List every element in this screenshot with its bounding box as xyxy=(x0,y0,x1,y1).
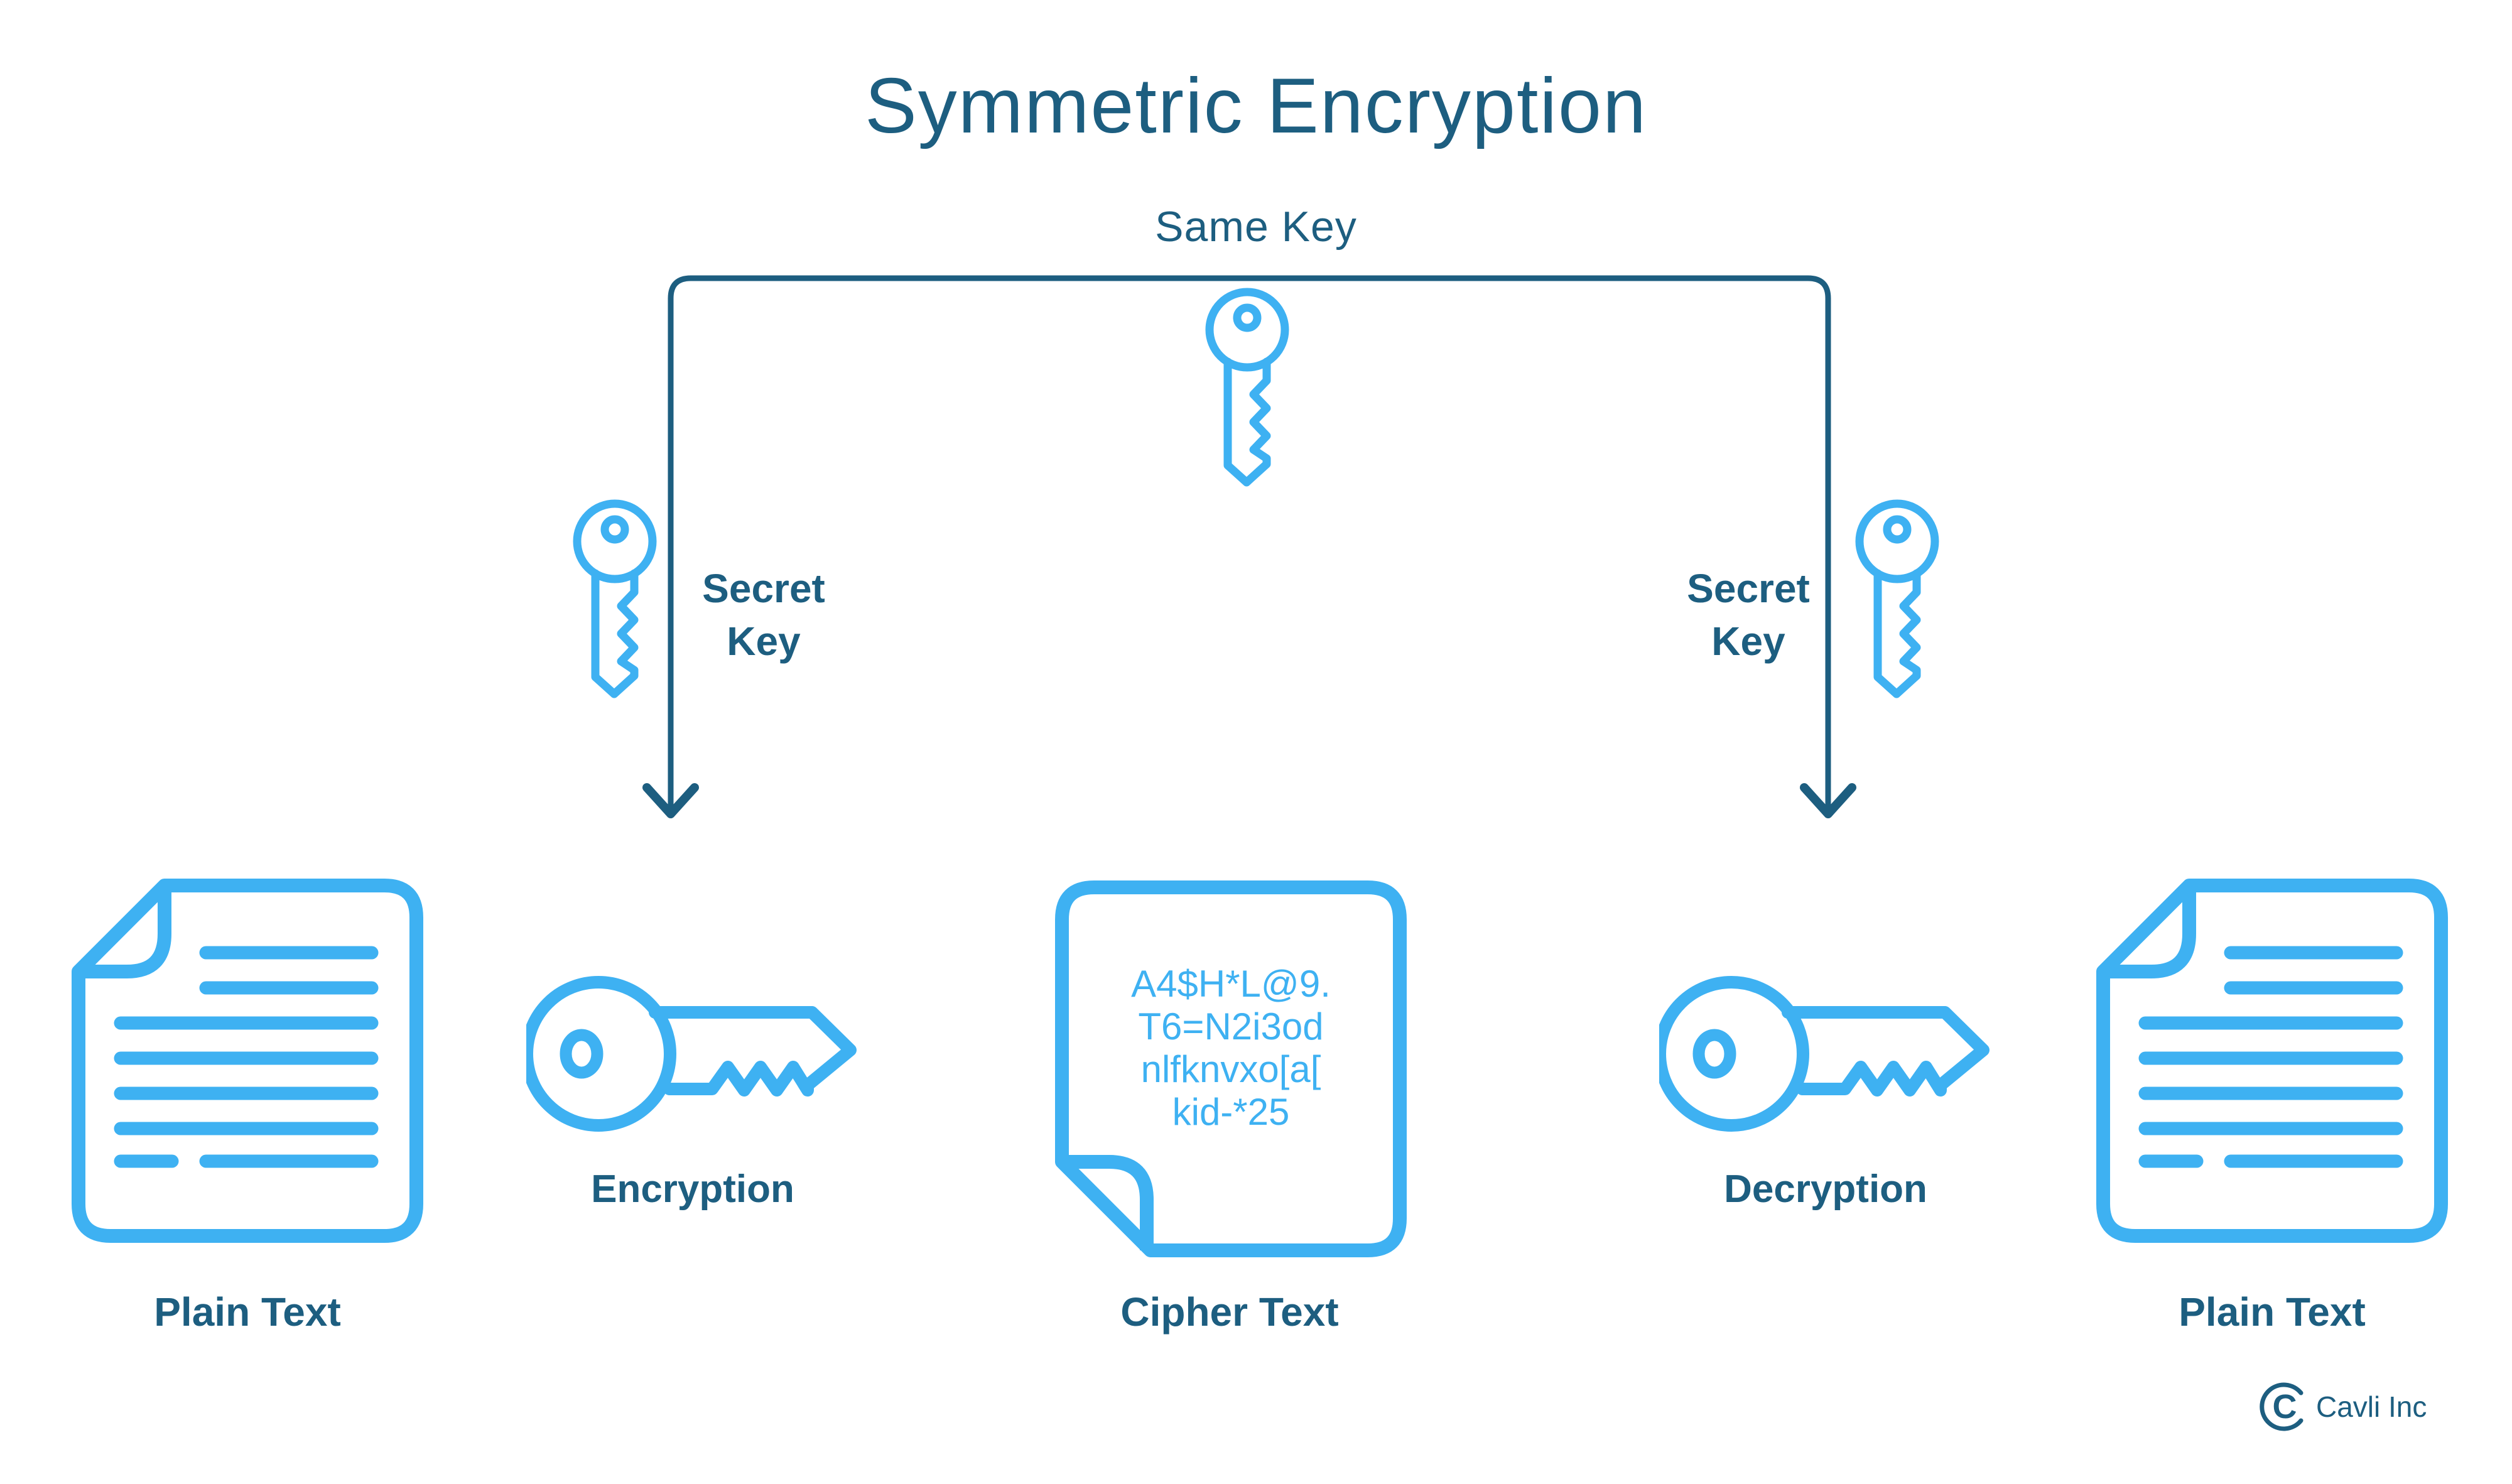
logo-ring-icon xyxy=(2260,1382,2304,1431)
secret-key-right-label: Secret Key xyxy=(1654,562,1843,668)
logo-letter: C xyxy=(2273,1388,2297,1426)
secret-key-left-label: Secret Key xyxy=(669,562,858,668)
secret-key-left-line1: Secret xyxy=(702,566,825,611)
folded-corner xyxy=(1062,1155,1154,1250)
cipher-line-3: nlfknvxo[a[ xyxy=(1141,1048,1321,1090)
bracket-line xyxy=(668,275,1831,815)
decryption-label: Decryption xyxy=(1724,1167,1927,1211)
cipher-line-1: A4$H*L@9. xyxy=(1131,963,1331,1005)
cavli-logo: C Cavli Inc xyxy=(2260,1382,2427,1431)
same-key-label: Same Key xyxy=(1155,203,1357,251)
plain-text-right-label: Plain Text xyxy=(2179,1289,2366,1335)
document-text-lines xyxy=(114,946,379,1168)
secret-key-right-line2: Key xyxy=(1711,619,1785,664)
cipher-line-2: T6=N2i3od xyxy=(1138,1005,1323,1048)
cipher-line-4: kid-*25 xyxy=(1172,1091,1290,1133)
same-key-bracket-arrows xyxy=(642,275,1856,818)
page-title: Symmetric Encryption xyxy=(865,63,1647,149)
cipher-text-label: Cipher Text xyxy=(1120,1289,1339,1335)
right-arrowhead-icon xyxy=(1800,783,1856,818)
encryption-label: Encryption xyxy=(591,1167,794,1211)
folded-corner xyxy=(2103,886,2196,978)
plain-text-right-document-icon xyxy=(2096,879,2448,1243)
same-key-icon xyxy=(1205,288,1289,487)
decryption-key-icon xyxy=(1659,976,1990,1132)
secret-key-right-icon xyxy=(1855,499,1939,698)
secret-key-left-icon xyxy=(573,499,657,698)
encryption-key-icon xyxy=(526,976,857,1132)
plain-text-left-document-icon xyxy=(72,879,423,1243)
left-arrowhead-icon xyxy=(642,783,699,818)
cipher-text-content: A4$H*L@9. T6=N2i3od nlfknvxo[a[ kid-*25 xyxy=(1131,963,1331,1133)
plain-text-left-label: Plain Text xyxy=(154,1289,341,1335)
document-text-lines xyxy=(2138,946,2403,1168)
folded-corner xyxy=(78,886,171,978)
cipher-text-document-icon: A4$H*L@9. T6=N2i3od nlfknvxo[a[ kid-*25 xyxy=(1055,880,1407,1257)
secret-key-left-line2: Key xyxy=(727,619,801,664)
secret-key-right-line1: Secret xyxy=(1687,566,1810,611)
company-name: Cavli Inc xyxy=(2316,1390,2427,1423)
